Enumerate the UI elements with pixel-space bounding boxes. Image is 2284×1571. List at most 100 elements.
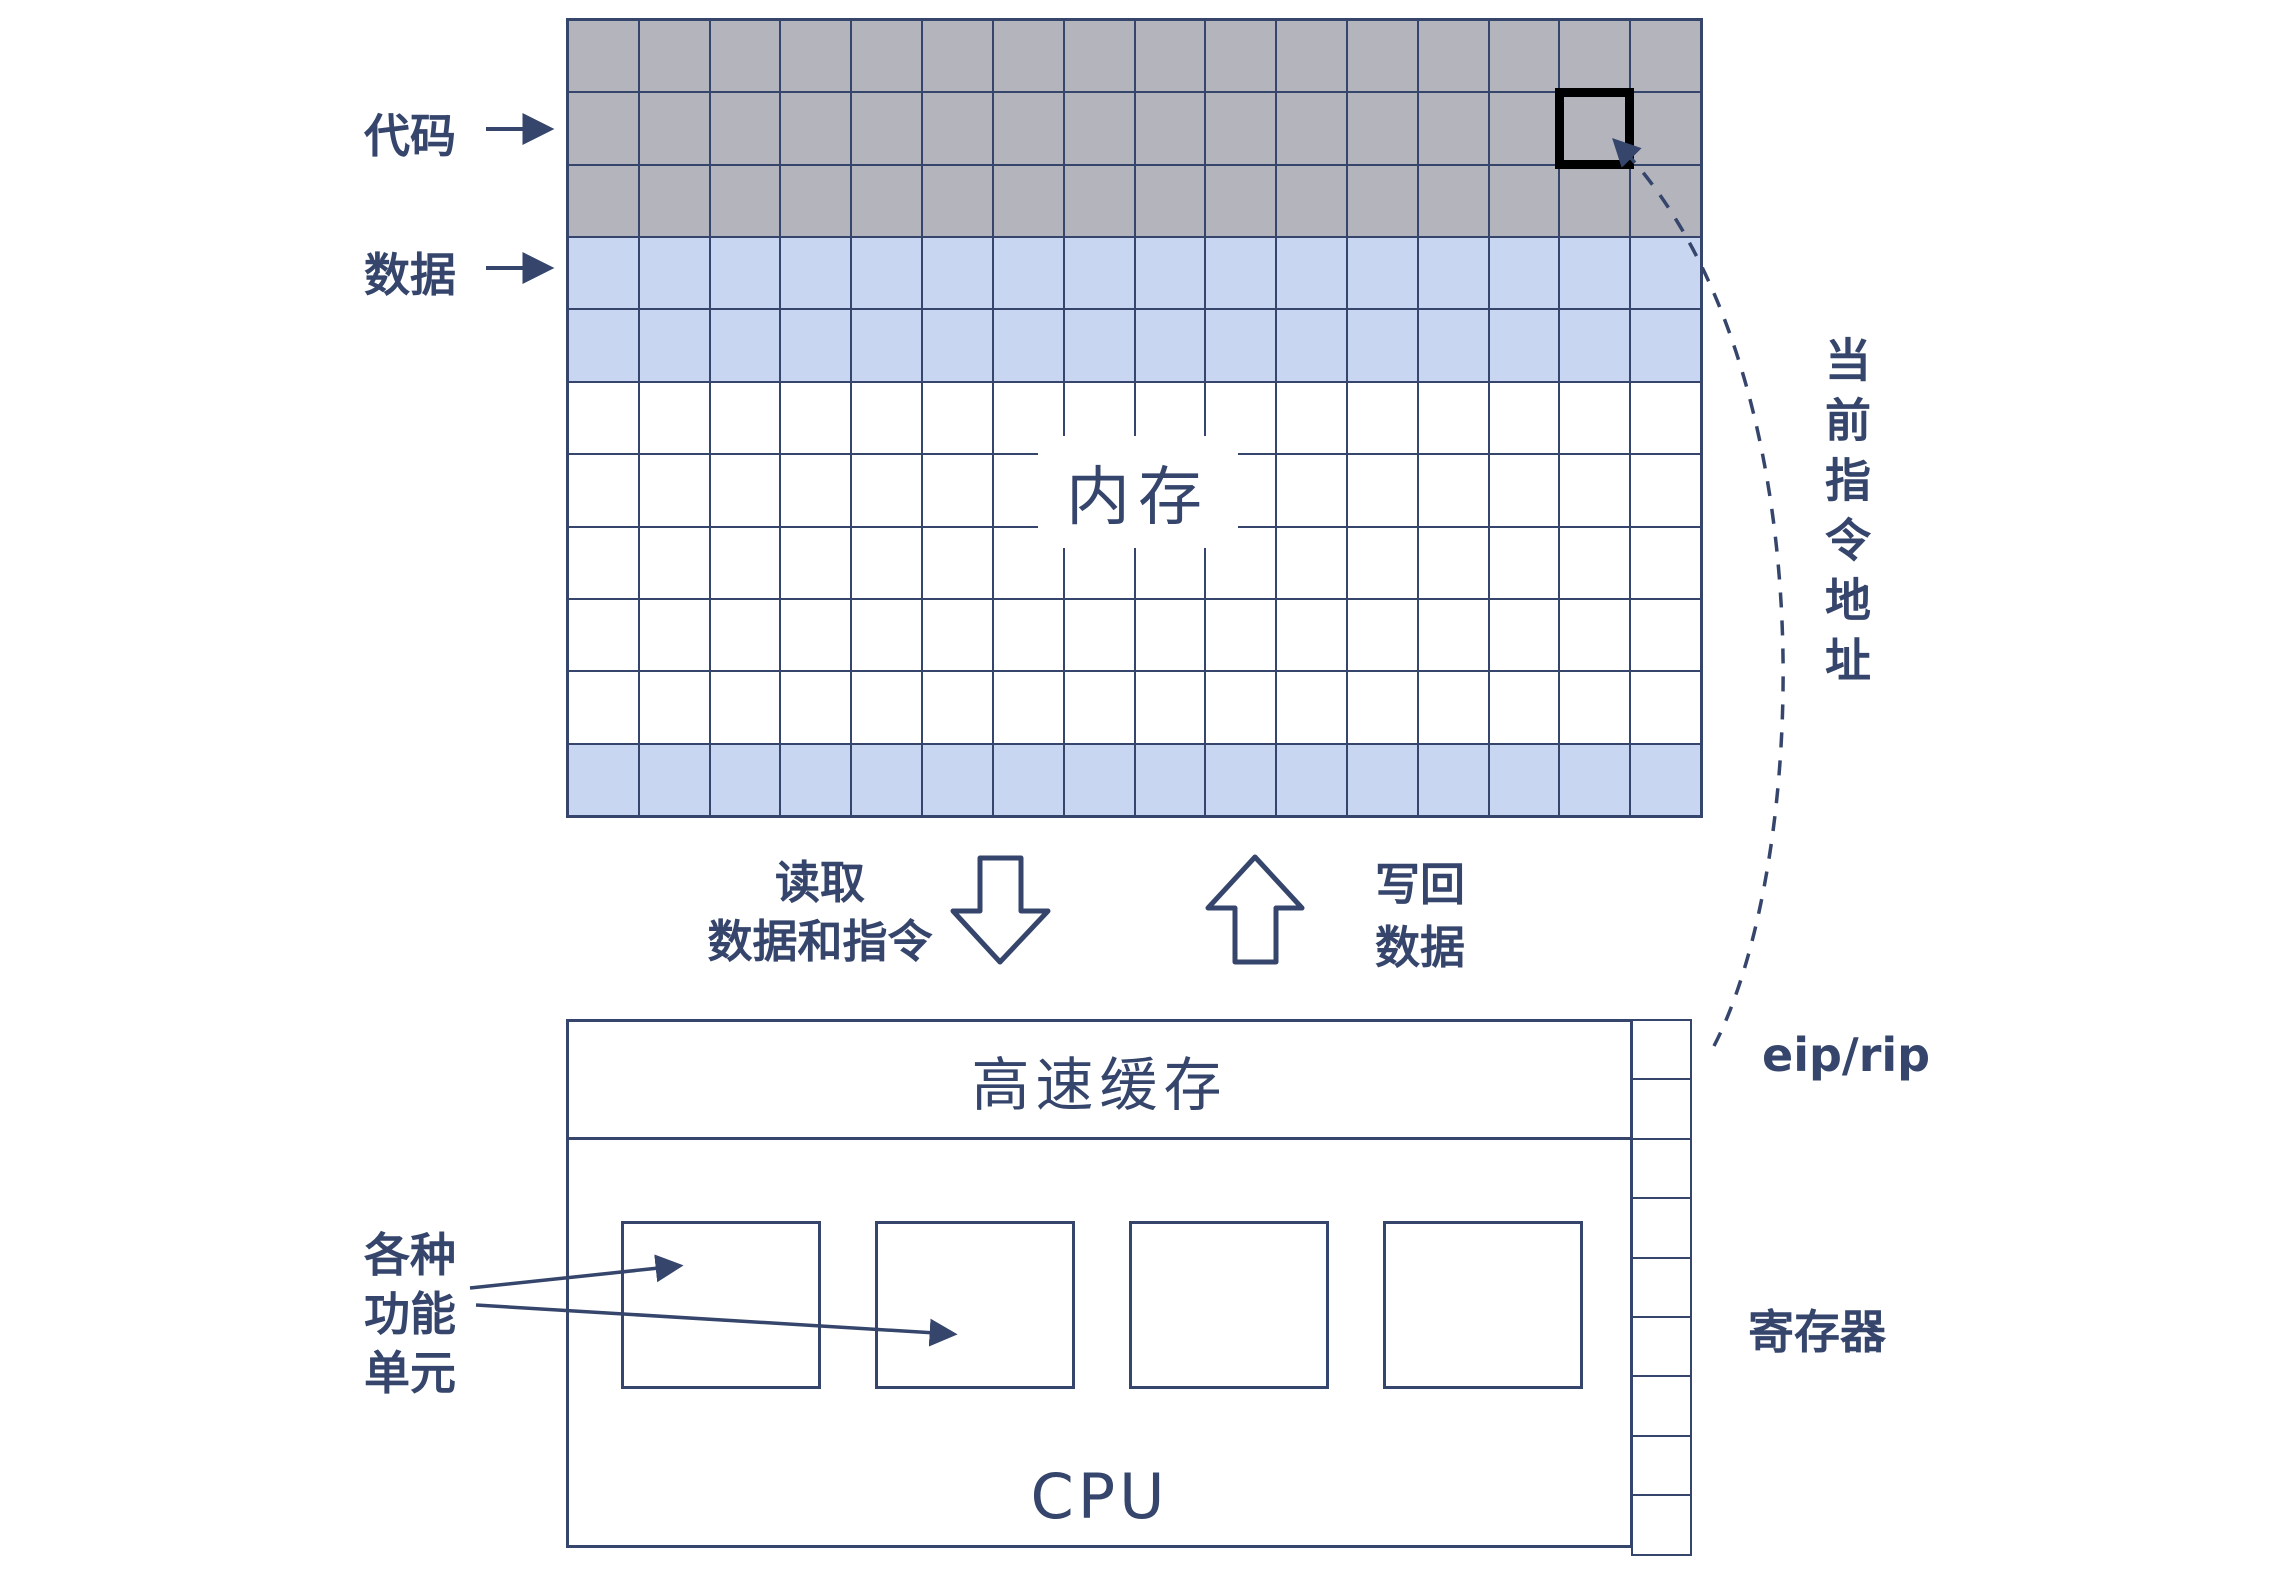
memory-cell [851, 20, 923, 93]
memory-cell [1346, 92, 1418, 165]
eip-rip-label: eip/rip [1762, 1028, 1931, 1082]
memory-cell [922, 598, 993, 672]
memory-cell [568, 20, 639, 93]
memory-cell [1346, 309, 1418, 382]
memory-cell [568, 743, 639, 816]
memory-cell [922, 743, 993, 816]
memory-cell [851, 671, 923, 744]
cache-section: 高速缓存 [569, 1022, 1630, 1140]
memory-cell [638, 237, 710, 310]
memory-cell [1276, 381, 1347, 455]
memory-cell [922, 20, 993, 93]
memory-cell [780, 743, 852, 816]
current-instruction-cell [1555, 88, 1635, 169]
eip-rip-register-cell [1632, 1020, 1691, 1080]
memory-cell [568, 526, 639, 599]
memory-cell [709, 743, 781, 816]
memory-cell [1205, 92, 1277, 165]
memory-cell [1134, 309, 1206, 382]
memory-cell [1417, 671, 1489, 744]
memory-cell [1134, 20, 1206, 93]
memory-cell [1559, 164, 1631, 238]
memory-cell [992, 381, 1064, 455]
functional-unit-box [1383, 1221, 1583, 1389]
memory-cell [709, 92, 781, 165]
memory-cell [851, 381, 923, 455]
memory-cell [1276, 20, 1347, 93]
memory-cell [1134, 598, 1206, 672]
memory-cell [1417, 454, 1489, 527]
memory-cell [1134, 743, 1206, 816]
memory-cell [1276, 164, 1347, 238]
cpu-box: 高速缓存 CPU [566, 1019, 1633, 1548]
memory-cell [1346, 237, 1418, 310]
memory-cell [1630, 526, 1701, 599]
memory-cell [1488, 381, 1560, 455]
memory-cell [922, 526, 993, 599]
memory-cell [709, 671, 781, 744]
memory-cell [568, 598, 639, 672]
memory-cell [851, 454, 923, 527]
memory-cell [1559, 381, 1631, 455]
memory-cell [1276, 598, 1347, 672]
memory-cell [638, 164, 710, 238]
memory-cell [1346, 381, 1418, 455]
memory-cell [1276, 237, 1347, 310]
memory-cell [1559, 598, 1631, 672]
memory-cell [1559, 526, 1631, 599]
register-column [1631, 1019, 1692, 1556]
register-cell [1632, 1376, 1691, 1436]
memory-cell [851, 237, 923, 310]
memory-cell [1630, 92, 1701, 165]
memory-cell [1559, 309, 1631, 382]
register-cell [1632, 1257, 1691, 1317]
register-cell [1632, 1138, 1691, 1199]
memory-cell [1205, 237, 1277, 310]
memory-cell [1488, 454, 1560, 527]
memory-cell [638, 526, 710, 599]
memory-cell [1134, 671, 1206, 744]
memory-cell [780, 671, 852, 744]
memory-cell [992, 671, 1064, 744]
memory-cell [1205, 671, 1277, 744]
memory-grid [566, 18, 1703, 818]
register-cell [1632, 1316, 1691, 1377]
memory-cell [709, 237, 781, 310]
memory-cell [568, 309, 639, 382]
current-instruction-address-label: 当前指令地址 [1818, 336, 1872, 696]
memory-cell [1417, 20, 1489, 93]
memory-cell [851, 164, 923, 238]
memory-cell [1063, 164, 1135, 238]
memory-cell [568, 164, 639, 238]
memory-cell [568, 381, 639, 455]
memory-cell [638, 381, 710, 455]
memory-cell [709, 454, 781, 527]
memory-cell [1276, 454, 1347, 527]
memory-cell [1417, 381, 1489, 455]
memory-cell [638, 598, 710, 672]
memory-cell [1488, 164, 1560, 238]
memory-cell [780, 526, 852, 599]
functional-unit-box [621, 1221, 821, 1389]
memory-cell [922, 309, 993, 382]
memory-cell [922, 92, 993, 165]
code-label: 代码 [364, 109, 456, 163]
memory-cell [780, 454, 852, 527]
register-cell [1632, 1079, 1691, 1139]
memory-cell [568, 454, 639, 527]
memory-cell [992, 598, 1064, 672]
memory-cell [1134, 164, 1206, 238]
register-cell [1632, 1198, 1691, 1258]
memory-cell [1346, 671, 1418, 744]
memory-cell [1630, 237, 1701, 310]
memory-cell [1488, 20, 1560, 93]
data-label: 数据 [364, 248, 456, 302]
memory-cell [1346, 598, 1418, 672]
memory-cell [1063, 20, 1135, 93]
memory-cell [1346, 743, 1418, 816]
memory-cell [780, 164, 852, 238]
memory-cell [1063, 671, 1135, 744]
memory-cell [568, 671, 639, 744]
memory-cell [1488, 92, 1560, 165]
